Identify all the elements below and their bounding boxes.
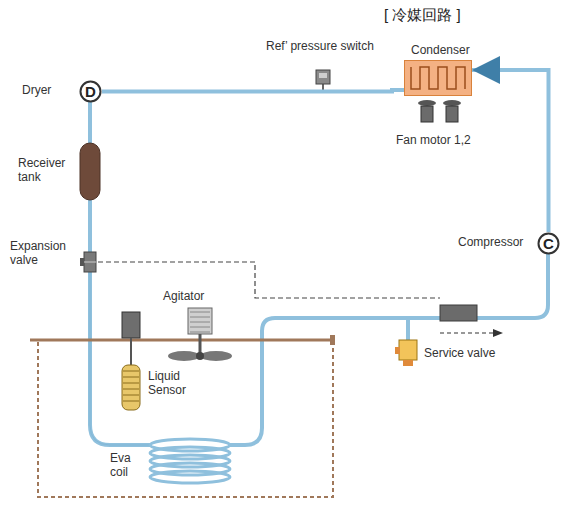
pipe-edge (90, 272, 150, 445)
flow-arrow (440, 332, 495, 333)
part-label: Agitator (163, 290, 204, 304)
pressure-switch (316, 70, 330, 91)
component-circle: C (537, 232, 560, 255)
diagram-title: [ 冷媒回路 ] (384, 6, 461, 25)
part-label: Receiver tank (18, 157, 74, 185)
service-valve (395, 340, 417, 366)
tank-outline (38, 342, 333, 497)
receiver-tank (80, 143, 100, 200)
part-label: Compressor (458, 236, 523, 250)
part-label: Eva coil (110, 452, 144, 480)
component-letter: D (85, 83, 96, 100)
refrigerant-pipe-connector (102, 90, 404, 92)
part-label: Fan motor 1,2 (396, 134, 471, 148)
condenser-box: Condenser (404, 60, 472, 96)
expansion-valve (80, 252, 96, 272)
capillary-line (98, 262, 440, 298)
sensing-bulb (440, 305, 477, 321)
agitator (168, 308, 232, 361)
refrigerant-pipe-connector (472, 70, 549, 232)
tank-top (30, 339, 333, 342)
part-label: Ref’ pressure switch (266, 40, 374, 54)
condenser-coil (405, 61, 471, 95)
evaporator-coil (150, 439, 230, 483)
part-label: Expansion valve (10, 240, 78, 268)
part-label: Dryer (22, 84, 51, 98)
component-circle: D (79, 80, 102, 103)
node-heading: Condenser (411, 43, 470, 57)
liquid-sensor (122, 312, 140, 410)
part-label: Service valve (424, 347, 495, 361)
refrigerant-pipe (90, 102, 548, 445)
part-label: Liquid Sensor (148, 370, 196, 398)
component-letter: C (543, 235, 554, 252)
fan-motor (418, 100, 461, 122)
flow-arrowhead (493, 329, 503, 337)
